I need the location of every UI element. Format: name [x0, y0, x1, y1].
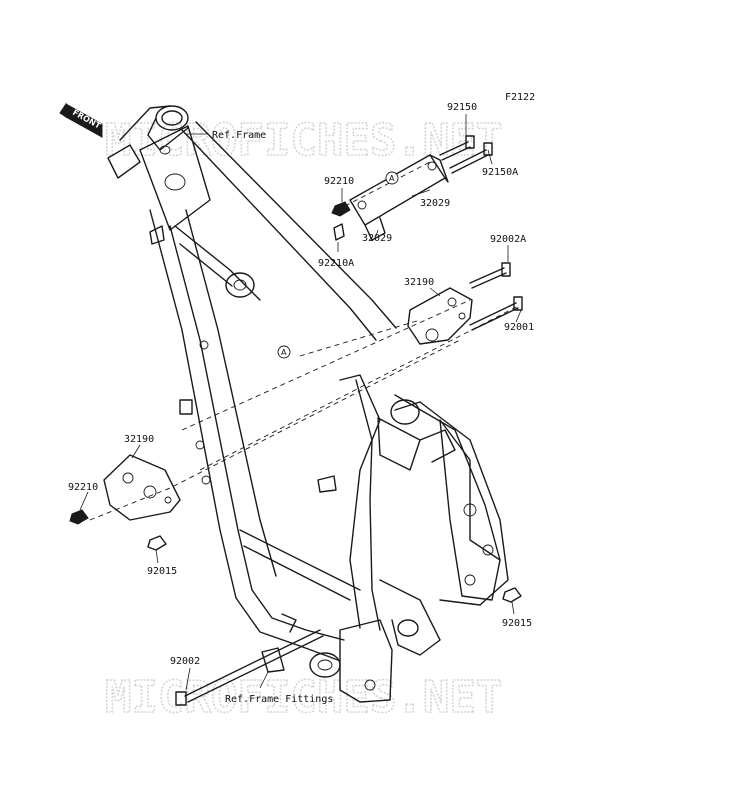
part-number-92210a: 92210A — [318, 258, 354, 269]
dash-line-4 — [299, 319, 421, 357]
bolt-92150a — [449, 142, 493, 174]
collar-92210a — [333, 223, 345, 241]
leader-lines — [79, 114, 523, 691]
nut-92210-left — [69, 509, 89, 525]
motorcycle-frame — [107, 105, 509, 703]
part-number-92015-right: 92015 — [502, 618, 532, 629]
engine-mount-bracket-32190-lower — [103, 454, 181, 521]
part-number-92150: 92150 — [447, 102, 477, 113]
callout-a-upper: A — [385, 171, 399, 185]
part-number-92150a: 92150A — [482, 167, 518, 178]
callout-a-lower: A — [277, 345, 291, 359]
part-number-32190-top: 32190 — [404, 277, 434, 288]
part-number-32190-left: 32190 — [124, 434, 154, 445]
part-number-92210-top: 92210 — [324, 176, 354, 187]
bolt-92001 — [469, 296, 523, 331]
part-number-92002: 92002 — [170, 656, 200, 667]
ref-frame-label: Ref.Frame — [212, 130, 266, 141]
callout-a-lower-letter: A — [281, 348, 287, 357]
part-number-92002a: 92002A — [490, 234, 526, 245]
nut-92015-right — [502, 587, 522, 603]
watermark-bottom: MICROFICHES.NET — [105, 672, 502, 723]
dash-line-3 — [199, 304, 521, 471]
part-number-32029-a: 32029 — [420, 198, 450, 209]
dash-line-1 — [89, 339, 461, 521]
bolt-92002a — [469, 262, 511, 289]
front-arrow-icon: FRONT — [59, 102, 103, 138]
callout-a-upper-letter: A — [389, 174, 395, 183]
nut-92015-left — [147, 535, 167, 551]
part-number-92015-left: 92015 — [147, 566, 177, 577]
part-number-32029-b: 32029 — [362, 233, 392, 244]
ref-frame-fittings-label: Ref.Frame Fittings — [225, 694, 333, 705]
engine-mount-plate-32029 — [349, 154, 449, 241]
engine-mount-bracket-32190-upper — [407, 287, 473, 345]
part-number-92210-left: 92210 — [68, 482, 98, 493]
nut-92210-upper — [331, 201, 351, 217]
bolt-92002 — [175, 629, 324, 706]
bolt-92150 — [439, 135, 475, 161]
dash-line-2 — [181, 299, 471, 431]
figure-code: F2122 — [505, 92, 535, 103]
part-number-92001: 92001 — [504, 322, 534, 333]
dash-line-5 — [344, 161, 431, 207]
